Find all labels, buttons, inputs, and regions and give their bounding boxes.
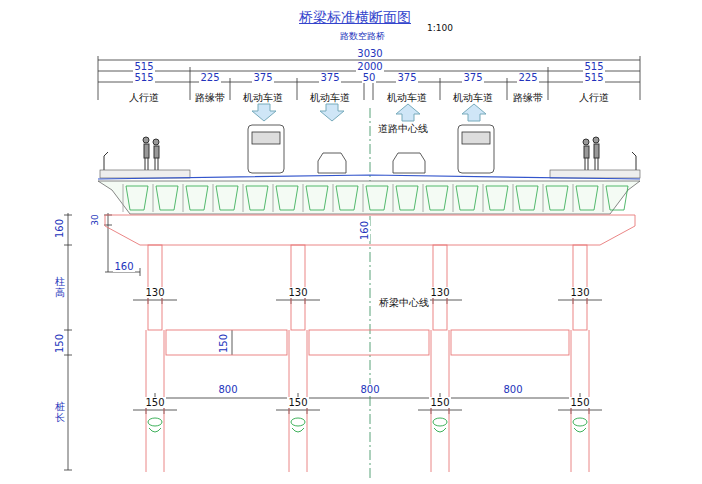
dimension-number: 515	[133, 72, 154, 83]
annotation-text: 桩长	[54, 401, 66, 423]
pedestrians	[104, 137, 636, 170]
traffic-arrows	[252, 104, 486, 121]
dimension-number: 375	[396, 72, 417, 83]
dimension-number: 150	[144, 397, 165, 408]
annotation-text: 人行道	[128, 92, 160, 103]
dimension-number: 2000	[356, 61, 383, 72]
dimension-number: 160	[360, 219, 371, 240]
dimension-number: 800	[217, 384, 238, 395]
dimension-number: 30	[91, 213, 101, 226]
dimension-number: 150	[219, 332, 230, 353]
annotation-text: 路数空路桥	[339, 32, 386, 42]
annotation-text: 机动车道	[386, 92, 428, 103]
annotation-text: 路缘带	[194, 92, 226, 103]
annotation-text: 机动车道	[309, 92, 351, 103]
dimension-number: 225	[199, 72, 220, 83]
dimension-number: 800	[359, 384, 380, 395]
dimension-number: 130	[569, 287, 590, 298]
dimension-number: 160	[55, 217, 66, 238]
dimension-number: 375	[462, 72, 483, 83]
dimension-number: 515	[583, 72, 604, 83]
annotation-text: 人行道	[578, 92, 610, 103]
dimension-number: 375	[319, 72, 340, 83]
dimension-number: 800	[502, 384, 523, 395]
dimension-number: 375	[252, 72, 273, 83]
dimension-number: 1:100	[426, 24, 454, 34]
drawing-title: 桥梁标准横断面图	[298, 10, 412, 25]
annotation-text: 柱高	[54, 276, 66, 298]
annotation-text: 路缘带	[512, 92, 544, 103]
dimension-number: 150	[287, 397, 308, 408]
dimension-number: 50	[362, 72, 377, 83]
dimension-number: 150	[569, 397, 590, 408]
dimension-number: 150	[55, 332, 66, 353]
dimension-number: 3030	[356, 48, 383, 59]
vehicles	[248, 125, 494, 173]
dimension-number: 130	[429, 287, 450, 298]
annotation-text: 道路中心线	[377, 123, 429, 134]
annotation-text: 桥梁中心线	[378, 297, 430, 308]
annotation-text: 机动车道	[452, 92, 494, 103]
deck	[98, 170, 640, 214]
dimension-number: 130	[144, 287, 165, 298]
dimension-number: 225	[517, 72, 538, 83]
dimension-number: 150	[429, 397, 450, 408]
dimension-number: 515	[583, 61, 604, 72]
center-line	[370, 108, 371, 478]
dimension-lines	[64, 56, 640, 470]
dimension-number: 160	[113, 261, 134, 272]
dimension-number: 515	[133, 61, 154, 72]
annotation-text: 机动车道	[242, 92, 284, 103]
substructure	[105, 215, 635, 472]
dimension-number: 130	[287, 287, 308, 298]
